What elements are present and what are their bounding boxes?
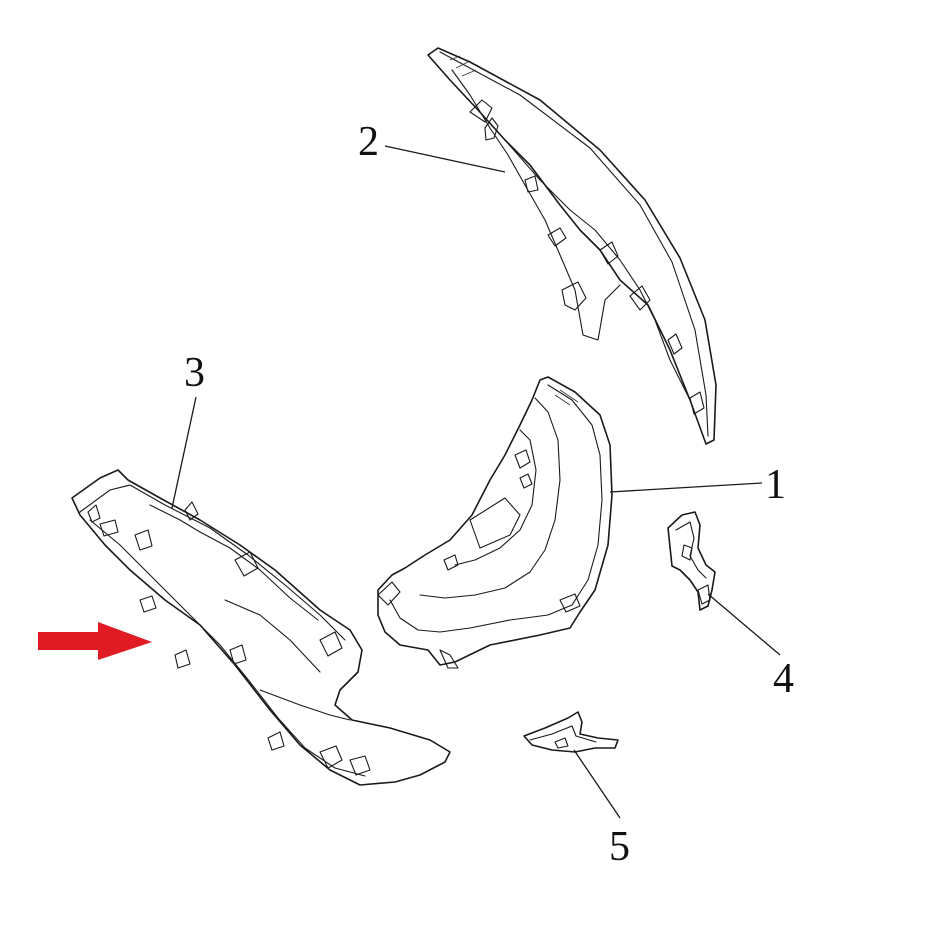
- leader-lines: [171, 145, 781, 819]
- leader-line-4: [707, 593, 781, 656]
- leader-line-3: [171, 396, 197, 509]
- part-2-upper-cover: [427, 47, 717, 445]
- part-4-bracket: [667, 511, 716, 611]
- callout-4: 4: [773, 656, 794, 702]
- callout-3: 3: [184, 350, 205, 396]
- callout-2: 2: [358, 119, 379, 165]
- leader-line-1: [609, 482, 763, 493]
- part-3-left-cover: [71, 469, 451, 786]
- leader-line-2: [384, 145, 506, 173]
- callout-labels: 2 3 1 4 5: [184, 119, 794, 870]
- arrow-right-icon: [38, 622, 152, 660]
- callout-5: 5: [609, 824, 630, 870]
- part-5-clip: [523, 711, 619, 753]
- part-1-center-housing: [377, 376, 613, 669]
- leader-line-5: [573, 749, 621, 819]
- callout-1: 1: [765, 462, 786, 508]
